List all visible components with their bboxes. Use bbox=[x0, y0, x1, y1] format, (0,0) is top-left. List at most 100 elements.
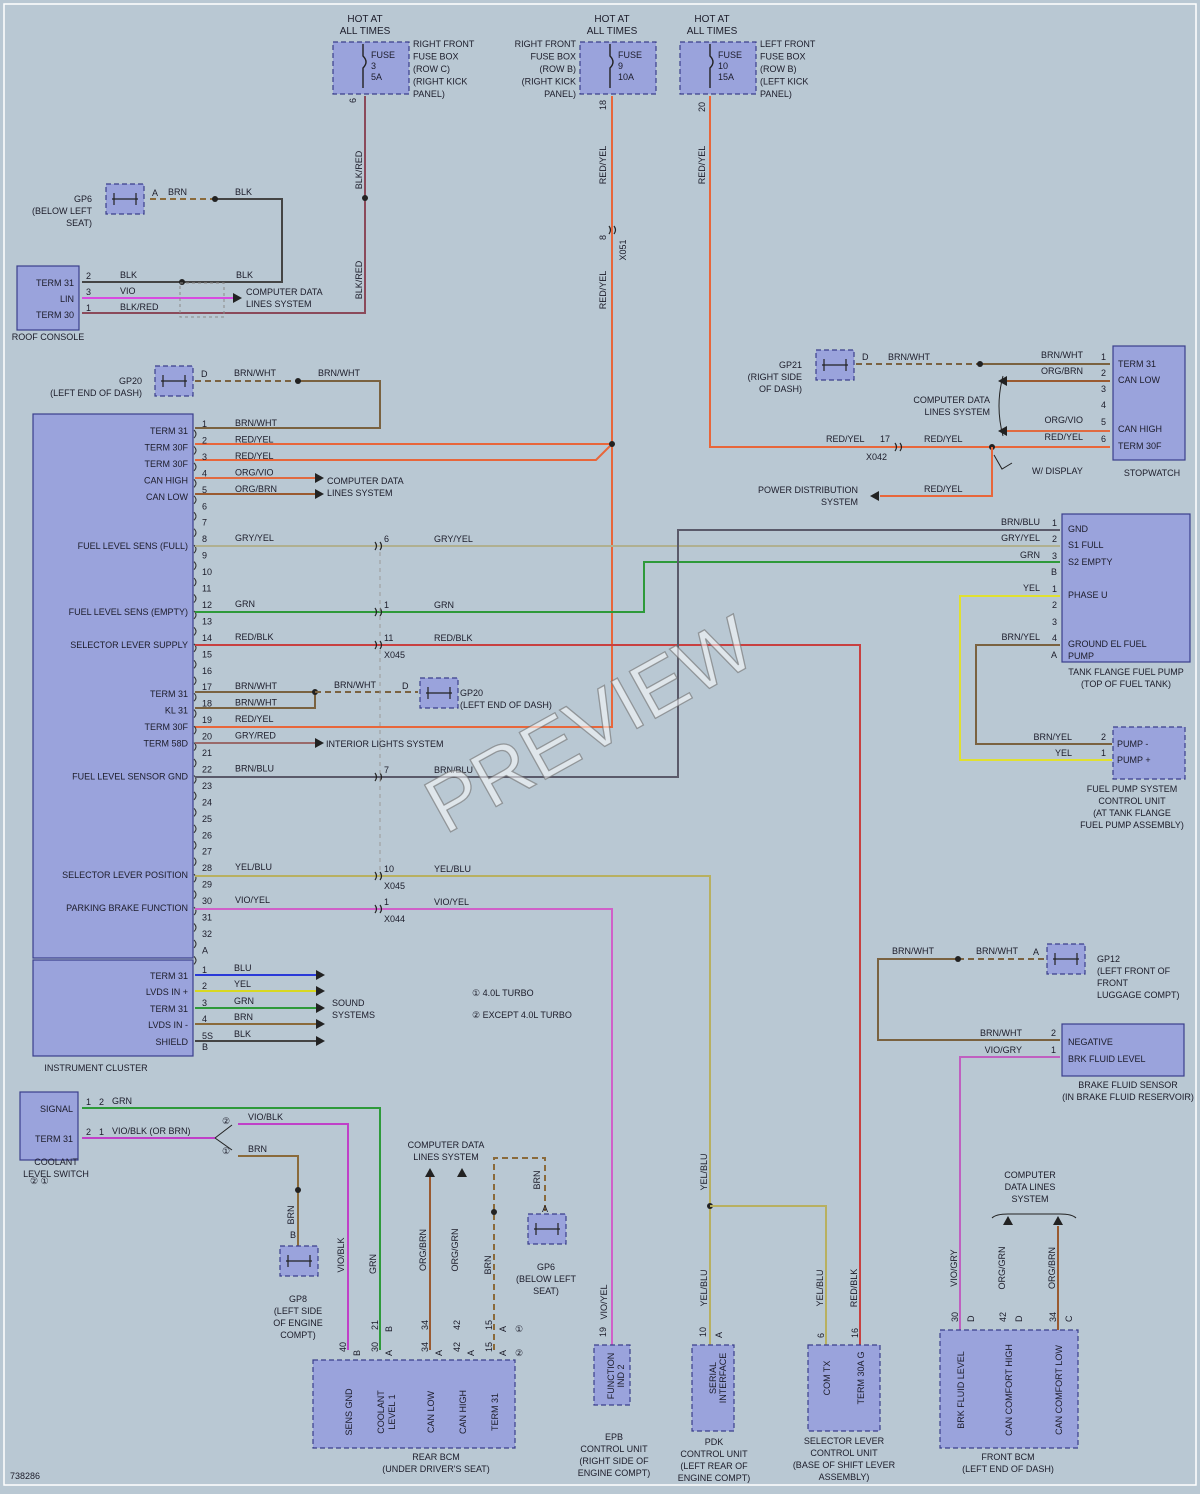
fuel-pump-pin-label: PHASE U bbox=[1068, 590, 1108, 600]
fuel-pump-wire-label: GRY/YEL bbox=[1001, 533, 1040, 543]
rear-bcm-pin-num: 30 bbox=[370, 1342, 380, 1352]
sound-pin-num: 2 bbox=[202, 981, 207, 991]
gp12-pin: A bbox=[1033, 947, 1039, 957]
instrument-cluster-name: INSTRUMENT CLUSTER bbox=[44, 1063, 148, 1073]
ic-pin-num: 5 bbox=[202, 485, 207, 495]
sound-arrow bbox=[316, 986, 325, 996]
wire-coolant-signal bbox=[82, 1107, 381, 1350]
coolant-pin-label: SIGNAL bbox=[40, 1104, 73, 1114]
ic-pin-num: 32 bbox=[202, 929, 212, 939]
splice-connector bbox=[374, 541, 383, 551]
coolant-wire-label: GRN bbox=[112, 1096, 132, 1106]
wire-label-rear-grn: GRN bbox=[368, 1254, 378, 1274]
splice-blkred bbox=[362, 195, 368, 201]
ic-wire-label: GRY/YEL bbox=[235, 533, 274, 543]
ic-pin-tick bbox=[193, 511, 197, 521]
ic-pin-num: 22 bbox=[202, 764, 212, 774]
rear-bcm-pin-label: CAN HIGH bbox=[458, 1390, 468, 1434]
ic-pin-num: 1 bbox=[202, 419, 207, 429]
wire-brake-neg bbox=[877, 958, 1060, 1041]
ic-pin-num: 11 bbox=[202, 584, 211, 594]
rear-bcm-pin2: 15 bbox=[484, 1320, 494, 1330]
ic-pin-label: PARKING BRAKE FUNCTION bbox=[66, 903, 188, 913]
rear-bcm-pin2: 21 bbox=[370, 1320, 380, 1330]
wire-fuel-gnd bbox=[195, 529, 1060, 778]
selector-wire-label: RED/BLK bbox=[849, 1269, 859, 1308]
fuel-pump-pin-label: S1 FULL bbox=[1068, 540, 1104, 550]
sound-wire-label: GRN bbox=[234, 996, 254, 1006]
fuel-pump-pin-num: 1 bbox=[1052, 518, 1057, 528]
gp21-symbol bbox=[822, 359, 848, 371]
ic-wire-label: ORG/VIO bbox=[235, 467, 274, 477]
rear-bcm-name: REAR BCM(UNDER DRIVER'S SEAT) bbox=[382, 1452, 490, 1474]
wire-label-gp8: BRN bbox=[286, 1205, 296, 1224]
fuel-pump-pin-num: B bbox=[1051, 567, 1057, 577]
roof-console-pin-label: TERM 30 bbox=[36, 310, 74, 320]
x042-label: X042 bbox=[866, 452, 887, 462]
ic-pin-tick bbox=[193, 923, 197, 932]
stopwatch-wire-label: RED/YEL bbox=[1044, 432, 1083, 442]
wire-label-gp21: BRN/WHT bbox=[888, 352, 930, 362]
ic-wire-label: BRN/WHT bbox=[235, 418, 277, 428]
gp6-bottom-symbol bbox=[534, 1223, 560, 1235]
pdk-box bbox=[691, 1344, 735, 1432]
ic-wire-label: GRY/RED bbox=[235, 731, 276, 741]
wire-label-pds: RED/YEL bbox=[924, 484, 963, 494]
wire-label-blkred-a: BLK/RED bbox=[354, 150, 364, 189]
gp12-symbol bbox=[1053, 953, 1079, 965]
ic-pin-tick bbox=[193, 627, 197, 636]
ic-pin-num: 30 bbox=[202, 896, 212, 906]
front-bcm-conn: D bbox=[1014, 1315, 1024, 1322]
ic-wire-label: GRN bbox=[235, 599, 255, 609]
ic-pin-tick bbox=[193, 659, 197, 669]
ic-pin-tick bbox=[193, 873, 197, 883]
front-bcm-wire-label: ORG/BRN bbox=[1047, 1247, 1057, 1289]
ic-pin-label: CAN LOW bbox=[146, 492, 189, 502]
fpcu-wire-label: YEL bbox=[1055, 748, 1072, 758]
ic-pin-num: 10 bbox=[202, 567, 212, 577]
ic-pin-tick bbox=[193, 857, 197, 867]
ic-pin-tick bbox=[193, 429, 197, 439]
ic-wire-label: RED/YEL bbox=[235, 714, 274, 724]
wire-label-gp20-a: BRN/WHT bbox=[234, 368, 276, 378]
rear-bcm-pin-num: 15 bbox=[484, 1342, 494, 1352]
ic-pin-num: 3 bbox=[202, 452, 207, 462]
splice-wire-label: BRN/BLU bbox=[434, 765, 473, 775]
roof-console-wire: VIO bbox=[120, 286, 136, 296]
wire-selector-supply bbox=[195, 644, 861, 1350]
sound-wire-label: BRN bbox=[234, 1012, 253, 1022]
fuel-pump-pin-num: 4 bbox=[1052, 633, 1057, 643]
fuel-pump-wire-label: GRN bbox=[1020, 550, 1040, 560]
front-bcm-cdl-bracket bbox=[991, 1213, 1077, 1219]
stopwatch-pin-num: 2 bbox=[1101, 368, 1106, 378]
brake-fluid-box bbox=[1061, 1023, 1185, 1077]
splice-pin: 11 bbox=[384, 633, 393, 643]
ic-pin-tick bbox=[193, 446, 197, 455]
stopwatch-box bbox=[1112, 345, 1186, 461]
splice-gp12 bbox=[955, 956, 961, 962]
coolant-variant-fork bbox=[214, 1124, 233, 1151]
sw-canhigh-arrow bbox=[998, 426, 1007, 436]
front-canhigh-arrow bbox=[1003, 1216, 1013, 1225]
sound-pin-num: 4 bbox=[202, 1014, 207, 1024]
ic-pin-num: 18 bbox=[202, 699, 212, 709]
fpcu-box bbox=[1112, 726, 1186, 780]
sound-arrow bbox=[316, 1003, 325, 1013]
fuel-pump-pin-num: 2 bbox=[1052, 600, 1057, 610]
selector-pin-num: 6 bbox=[816, 1333, 826, 1338]
front-bcm-conn: C bbox=[1064, 1315, 1074, 1322]
splice-redyel bbox=[609, 441, 615, 447]
rear-bcm-pin2: 34 bbox=[420, 1320, 430, 1330]
fuel-pump-wire-label: YEL bbox=[1023, 583, 1040, 593]
sound-pin-num: 5S bbox=[202, 1031, 213, 1041]
